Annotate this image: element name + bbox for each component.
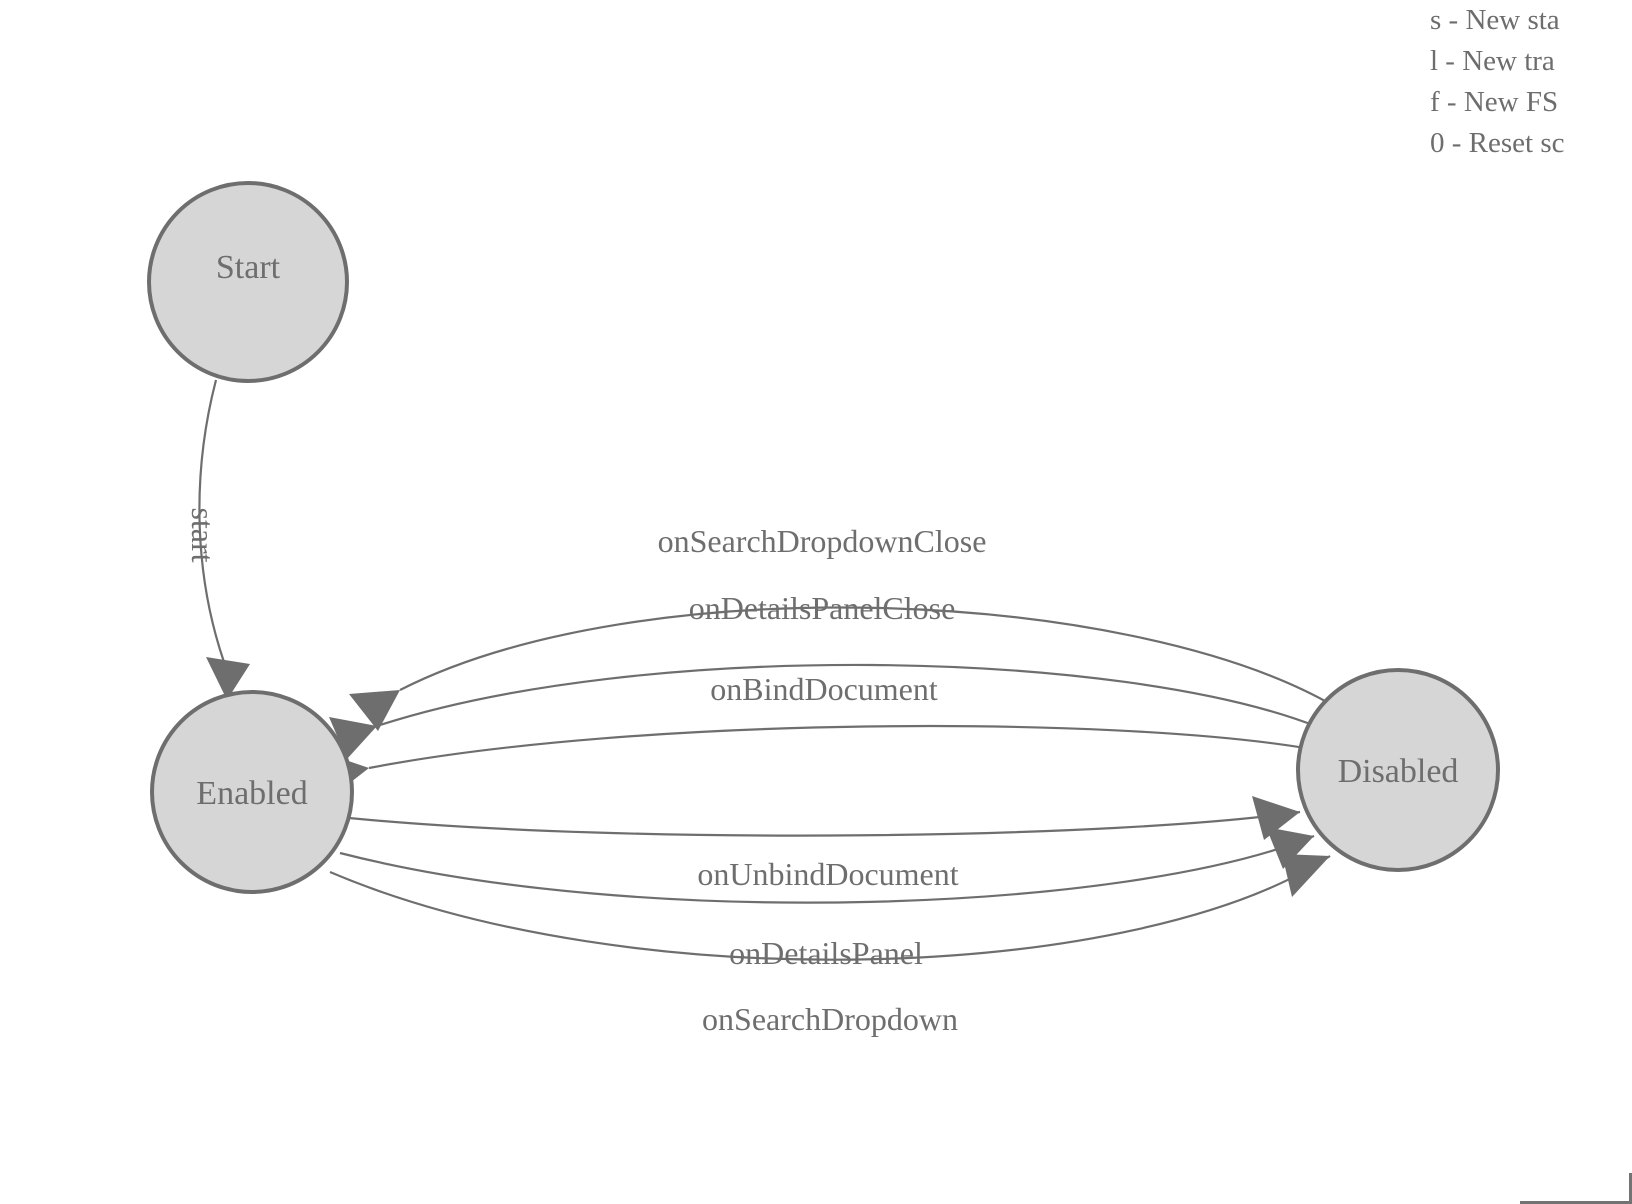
transition-onDetailsPanelClose[interactable]: onDetailsPanelClose xyxy=(329,590,1319,759)
transition-path xyxy=(348,810,1301,837)
arrowhead-icon xyxy=(206,657,250,700)
arrowhead-icon xyxy=(1266,827,1314,869)
state-node-start[interactable]: Start xyxy=(147,181,349,383)
state-circle[interactable] xyxy=(1296,668,1500,872)
transition-label: onBindDocument xyxy=(710,671,938,707)
transition-path xyxy=(329,855,1331,961)
arrowhead-icon xyxy=(1282,854,1330,897)
arrowhead-icon xyxy=(1252,796,1300,840)
transition-label: start xyxy=(185,507,221,562)
transition-label: onSearchDropdown xyxy=(702,1001,958,1037)
transition-path xyxy=(399,606,1335,707)
state-label: Enabled xyxy=(196,775,307,812)
arrowhead-icon xyxy=(349,690,400,731)
transition-label: onDetailsPanelClose xyxy=(689,590,956,626)
transition-path xyxy=(339,834,1315,904)
window-edge-bottom xyxy=(1520,1201,1632,1204)
transition-path xyxy=(376,663,1319,729)
transition-onUnbindDocument[interactable]: onUnbindDocument xyxy=(348,796,1301,892)
transition-path xyxy=(368,724,1306,770)
transition-onSearchDropdownClose[interactable]: onSearchDropdownClose xyxy=(349,523,1335,731)
state-node-disabled[interactable]: Disabled xyxy=(1296,668,1500,872)
transition-label: onSearchDropdownClose xyxy=(658,523,987,559)
transition-onSearchDropdown[interactable]: onSearchDropdown xyxy=(329,854,1331,1037)
arrowhead-icon xyxy=(329,717,377,759)
state-label: Start xyxy=(216,249,281,286)
state-node-enabled[interactable]: Enabled xyxy=(150,690,354,894)
state-label: Disabled xyxy=(1338,753,1459,790)
transition-onDetailsPanel[interactable]: onDetailsPanel xyxy=(339,827,1315,971)
transition-path xyxy=(198,379,226,663)
transition-label: onDetailsPanel xyxy=(729,935,923,971)
transition-onBindDocument[interactable]: onBindDocument xyxy=(322,671,1306,796)
transition-label: onUnbindDocument xyxy=(697,856,958,892)
window-edge-right xyxy=(1629,1173,1632,1204)
state-circle[interactable] xyxy=(147,181,349,383)
transition-start[interactable]: start xyxy=(185,379,250,700)
state-circle[interactable] xyxy=(150,690,354,894)
